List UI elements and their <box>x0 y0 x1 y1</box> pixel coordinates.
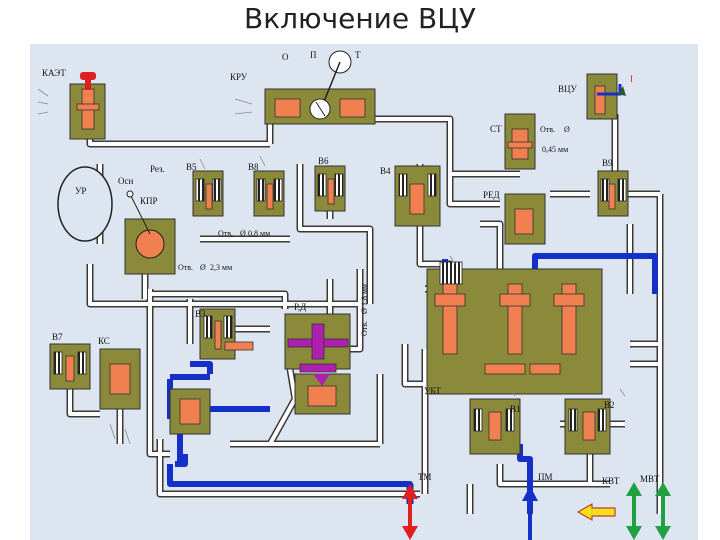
kaet-handle[interactable] <box>80 72 96 90</box>
label-ks: КС <box>98 336 110 346</box>
label-kvt: КВТ <box>602 476 620 486</box>
label-d08: 0,8 мм <box>248 229 270 238</box>
page-title: Включение ВЦУ <box>244 2 476 35</box>
diagram-frame: КАЭТ КРУ О П Т ВЦУ I СТ Отв. Ø 0,45 мм У… <box>30 44 698 540</box>
kvt-arrow <box>626 482 642 540</box>
valve-pistons <box>65 85 616 441</box>
label-osn: Осн <box>118 176 133 186</box>
kru-handle[interactable] <box>309 50 352 120</box>
label-pm: ПМ <box>538 472 553 482</box>
label-ur: УР <box>75 186 86 196</box>
label-d18: 1,8 мм <box>360 284 369 306</box>
label-v6: В6 <box>318 156 329 166</box>
ur-reservoir <box>57 166 113 242</box>
solenoid-coils <box>53 173 627 432</box>
label-dia1: Ø <box>240 229 246 238</box>
rd-diaphragm <box>287 323 349 373</box>
label-d045: 0,45 мм <box>542 145 568 154</box>
label-otv1: Отв. <box>218 229 233 238</box>
vcu-handle[interactable] <box>597 84 626 96</box>
label-ubt: УБТ <box>424 386 441 396</box>
label-t: Т <box>355 50 361 60</box>
label-otv3: Отв. <box>360 321 369 336</box>
label-kpr: КПР <box>140 196 158 206</box>
label-v2: В2 <box>604 400 615 410</box>
label-tm: ТМ <box>418 472 431 482</box>
label-p: П <box>310 50 317 60</box>
label-d23: 2,3 мм <box>210 263 232 272</box>
label-v9: В9 <box>602 158 613 168</box>
label-rez: Рез. <box>150 164 165 174</box>
label-vcu: ВЦУ <box>558 84 578 94</box>
label-red: РЕД <box>483 190 500 200</box>
label-st: СТ <box>490 124 502 134</box>
label-v1: В1 <box>510 404 521 414</box>
pneumatic-diagram: КАЭТ КРУ О П Т ВЦУ I СТ Отв. Ø 0,45 мм У… <box>37 50 671 540</box>
tm-arrow <box>402 484 418 540</box>
label-dia-st: Ø <box>564 125 570 134</box>
mvt-arrow <box>655 482 671 540</box>
label-v8: В8 <box>248 162 259 172</box>
diagram-labels: КАЭТ КРУ О П Т ВЦУ I СТ Отв. Ø 0,45 мм У… <box>42 50 660 486</box>
label-otv-st: Отв. <box>540 125 555 134</box>
exhaust-marks <box>37 88 626 445</box>
label-mvt: МВТ <box>640 474 660 484</box>
pipe-network <box>66 114 664 514</box>
label-o: О <box>282 52 289 62</box>
label-otv2: Отв. <box>178 263 193 272</box>
pm-arrow <box>522 486 538 540</box>
label-roman-one: I <box>630 74 633 84</box>
label-rd: Р,Д <box>294 302 306 312</box>
label-kaet: КАЭТ <box>42 68 66 78</box>
label-kru: КРУ <box>230 72 248 82</box>
kpr-valve[interactable] <box>135 229 165 259</box>
label-dia2: Ø <box>200 263 206 272</box>
label-dia3: Ø <box>360 308 369 314</box>
label-v7: В7 <box>52 332 63 342</box>
label-v3: В3 <box>195 309 206 319</box>
label-v4: В4 <box>380 166 391 176</box>
yellow-pointer-arrow <box>576 502 616 522</box>
label-v5: В5 <box>186 162 197 172</box>
